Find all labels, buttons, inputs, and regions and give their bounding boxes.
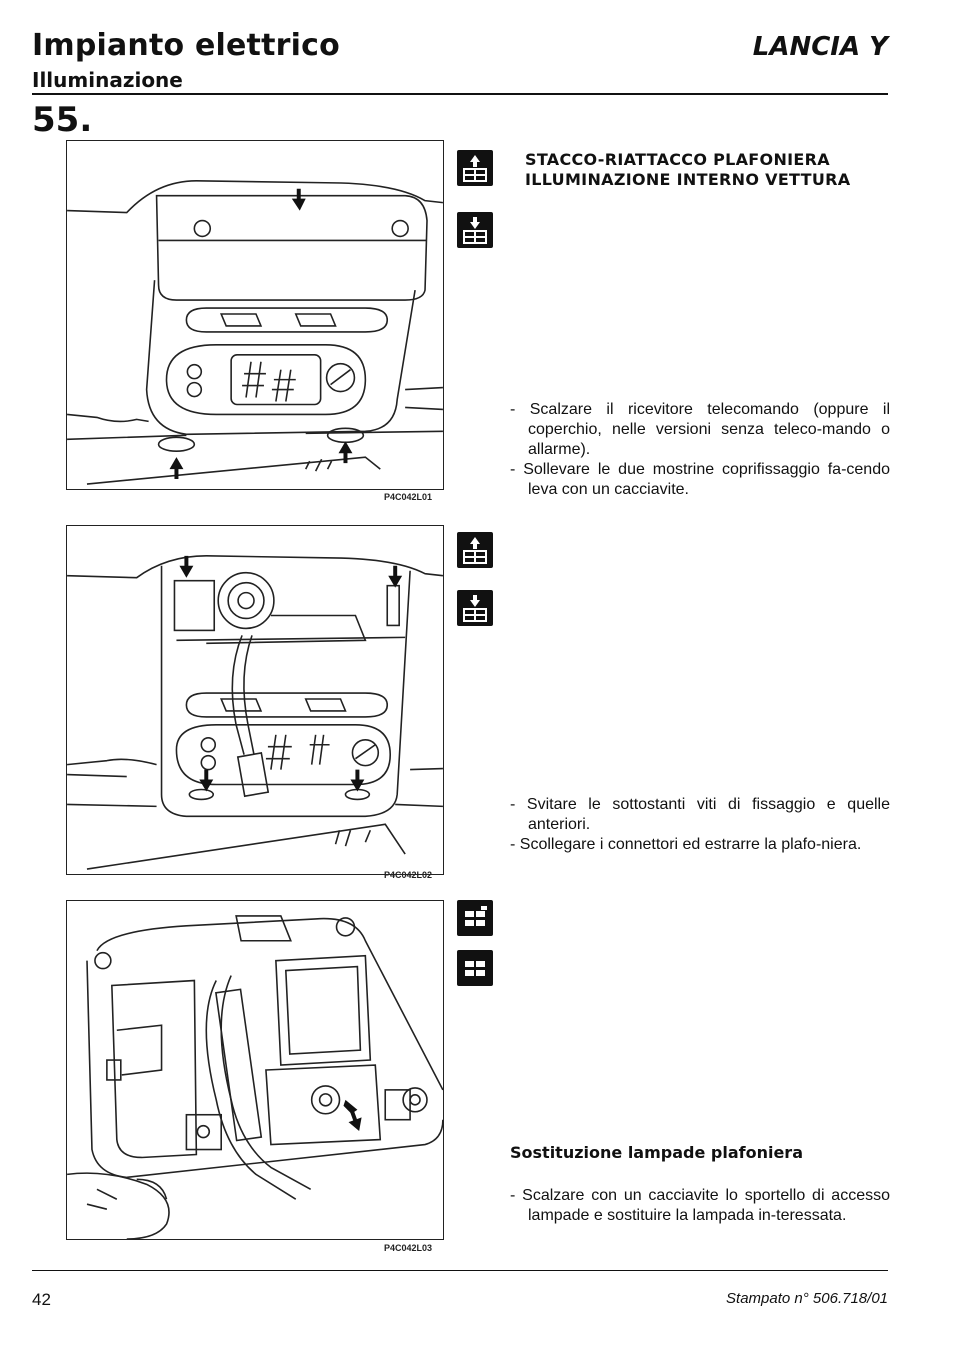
page-subtitle: Illuminazione <box>32 68 183 92</box>
remove-refit-icon <box>457 532 493 568</box>
step-1-text: - Scalzare il ricevitore telecomando (op… <box>510 400 890 500</box>
figure-3-code: P4C042L03 <box>384 1243 433 1253</box>
figure-2-drawing <box>67 555 443 870</box>
step-1-line-1: - Scalzare il ricevitore telecomando (op… <box>510 401 890 458</box>
step-2-text: - Svitare le sottostanti viti di fissagg… <box>510 795 890 855</box>
component-icon <box>457 950 493 986</box>
page-number: 42 <box>32 1290 51 1309</box>
figure-2 <box>66 525 444 875</box>
remove-refit-icon <box>457 150 493 186</box>
step-2-line-1: - Svitare le sottostanti viti di fissagg… <box>510 796 890 833</box>
refit-icon <box>457 212 493 248</box>
subsection-line: - Scalzare con un cacciavite lo sportell… <box>510 1187 890 1224</box>
footer-rule <box>32 1270 888 1271</box>
figure-1-code: P4C042L01 <box>384 492 433 502</box>
figure-1-drawing <box>67 179 443 485</box>
print-reference: Stampato n° 506.718/01 <box>726 1290 888 1307</box>
figure-2-code: P4C042L02 <box>384 870 433 880</box>
step-2-line-2: - Scollegare i connettori ed estrarre la… <box>510 836 862 853</box>
section-title: STACCO-RIATTACCO PLAFONIERA ILLUMINAZION… <box>525 150 851 189</box>
subsection-text: - Scalzare con un cacciavite lo sportell… <box>510 1186 890 1226</box>
procedure-number: 55. <box>32 100 93 140</box>
subsection-title: Sostituzione lampade plafoniera <box>510 1143 803 1162</box>
figure-3 <box>66 900 444 1240</box>
step-1-line-2: - Sollevare le due mostrine coprifissagg… <box>510 461 890 498</box>
figure-3-drawing <box>67 915 443 1239</box>
page-title: Impianto elettrico <box>32 28 340 63</box>
replace-icon <box>457 900 493 936</box>
figure-1 <box>66 140 444 490</box>
brand-label: LANCIA Y <box>752 32 888 62</box>
header-rule <box>32 93 888 95</box>
refit-icon <box>457 590 493 626</box>
